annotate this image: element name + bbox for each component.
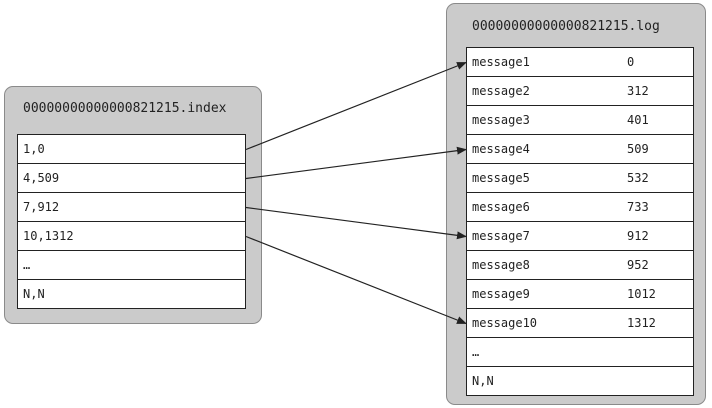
index-entry-text: 1,0 bbox=[23, 142, 45, 156]
log-position: 1012 bbox=[627, 287, 656, 301]
log-message: message3 bbox=[472, 113, 530, 127]
link-arrow-1 bbox=[245, 61, 467, 151]
log-position: 912 bbox=[627, 229, 649, 243]
index-file-title: 00000000000000821215.index bbox=[23, 101, 227, 116]
log-entry-list: message1 0 message2 312 message3 401 messag… bbox=[466, 47, 694, 396]
log-position: 1312 bbox=[627, 316, 656, 330]
index-entry: 1,0 bbox=[17, 135, 246, 164]
log-position: 509 bbox=[627, 142, 649, 156]
index-entry-list: 1,0 4,509 7,912 10,1312 … N,N bbox=[17, 134, 246, 309]
log-position: 0 bbox=[627, 55, 635, 69]
log-entry: message9 1012 bbox=[466, 280, 694, 309]
log-message: message9 bbox=[472, 287, 530, 301]
index-entry-text: 10,1312 bbox=[23, 229, 74, 243]
log-message: … bbox=[472, 345, 480, 359]
log-entry: message8 952 bbox=[466, 251, 694, 280]
index-entry: N,N bbox=[17, 280, 246, 309]
log-message: message2 bbox=[472, 84, 530, 98]
log-message: message4 bbox=[472, 142, 530, 156]
log-message: message7 bbox=[472, 229, 530, 243]
index-entry-text: 4,509 bbox=[23, 171, 60, 185]
log-entry: message10 1312 bbox=[466, 309, 694, 338]
log-message: message6 bbox=[472, 200, 530, 214]
log-entry: N,N bbox=[466, 367, 694, 396]
index-entry: 7,912 bbox=[17, 193, 246, 222]
log-position: 952 bbox=[627, 258, 649, 272]
log-entry: message3 401 bbox=[466, 106, 694, 135]
log-entry: message5 532 bbox=[466, 164, 694, 193]
log-entry: message2 312 bbox=[466, 77, 694, 106]
index-entry: 4,509 bbox=[17, 164, 246, 193]
index-entry-text: N,N bbox=[23, 287, 45, 301]
index-entry: … bbox=[17, 251, 246, 280]
index-file-panel: 00000000000000821215.index 1,0 4,509 7,9… bbox=[4, 86, 262, 324]
log-position: 312 bbox=[627, 84, 649, 98]
link-arrow-4 bbox=[245, 235, 467, 325]
index-entry-text: 7,912 bbox=[23, 200, 60, 214]
log-entry: message1 0 bbox=[466, 48, 694, 77]
log-message: message5 bbox=[472, 171, 530, 185]
log-file-panel: 00000000000000821215.log message1 0 messa… bbox=[446, 3, 706, 405]
log-position: 733 bbox=[627, 200, 649, 214]
log-message: N,N bbox=[472, 374, 494, 388]
link-arrow-2 bbox=[245, 146, 467, 180]
log-file-title: 00000000000000821215.log bbox=[472, 19, 660, 34]
index-entry: 10,1312 bbox=[17, 222, 246, 251]
log-entry: message4 509 bbox=[466, 135, 694, 164]
log-entry: message6 733 bbox=[466, 193, 694, 222]
index-entry-text: … bbox=[23, 258, 31, 272]
log-message: message1 bbox=[472, 55, 530, 69]
log-message: message10 bbox=[472, 316, 538, 330]
log-position: 532 bbox=[627, 171, 649, 185]
log-position: 401 bbox=[627, 113, 649, 127]
log-message: message8 bbox=[472, 258, 530, 272]
log-entry: … bbox=[466, 338, 694, 367]
log-entry: message7 912 bbox=[466, 222, 694, 251]
link-arrow-3 bbox=[245, 206, 467, 240]
